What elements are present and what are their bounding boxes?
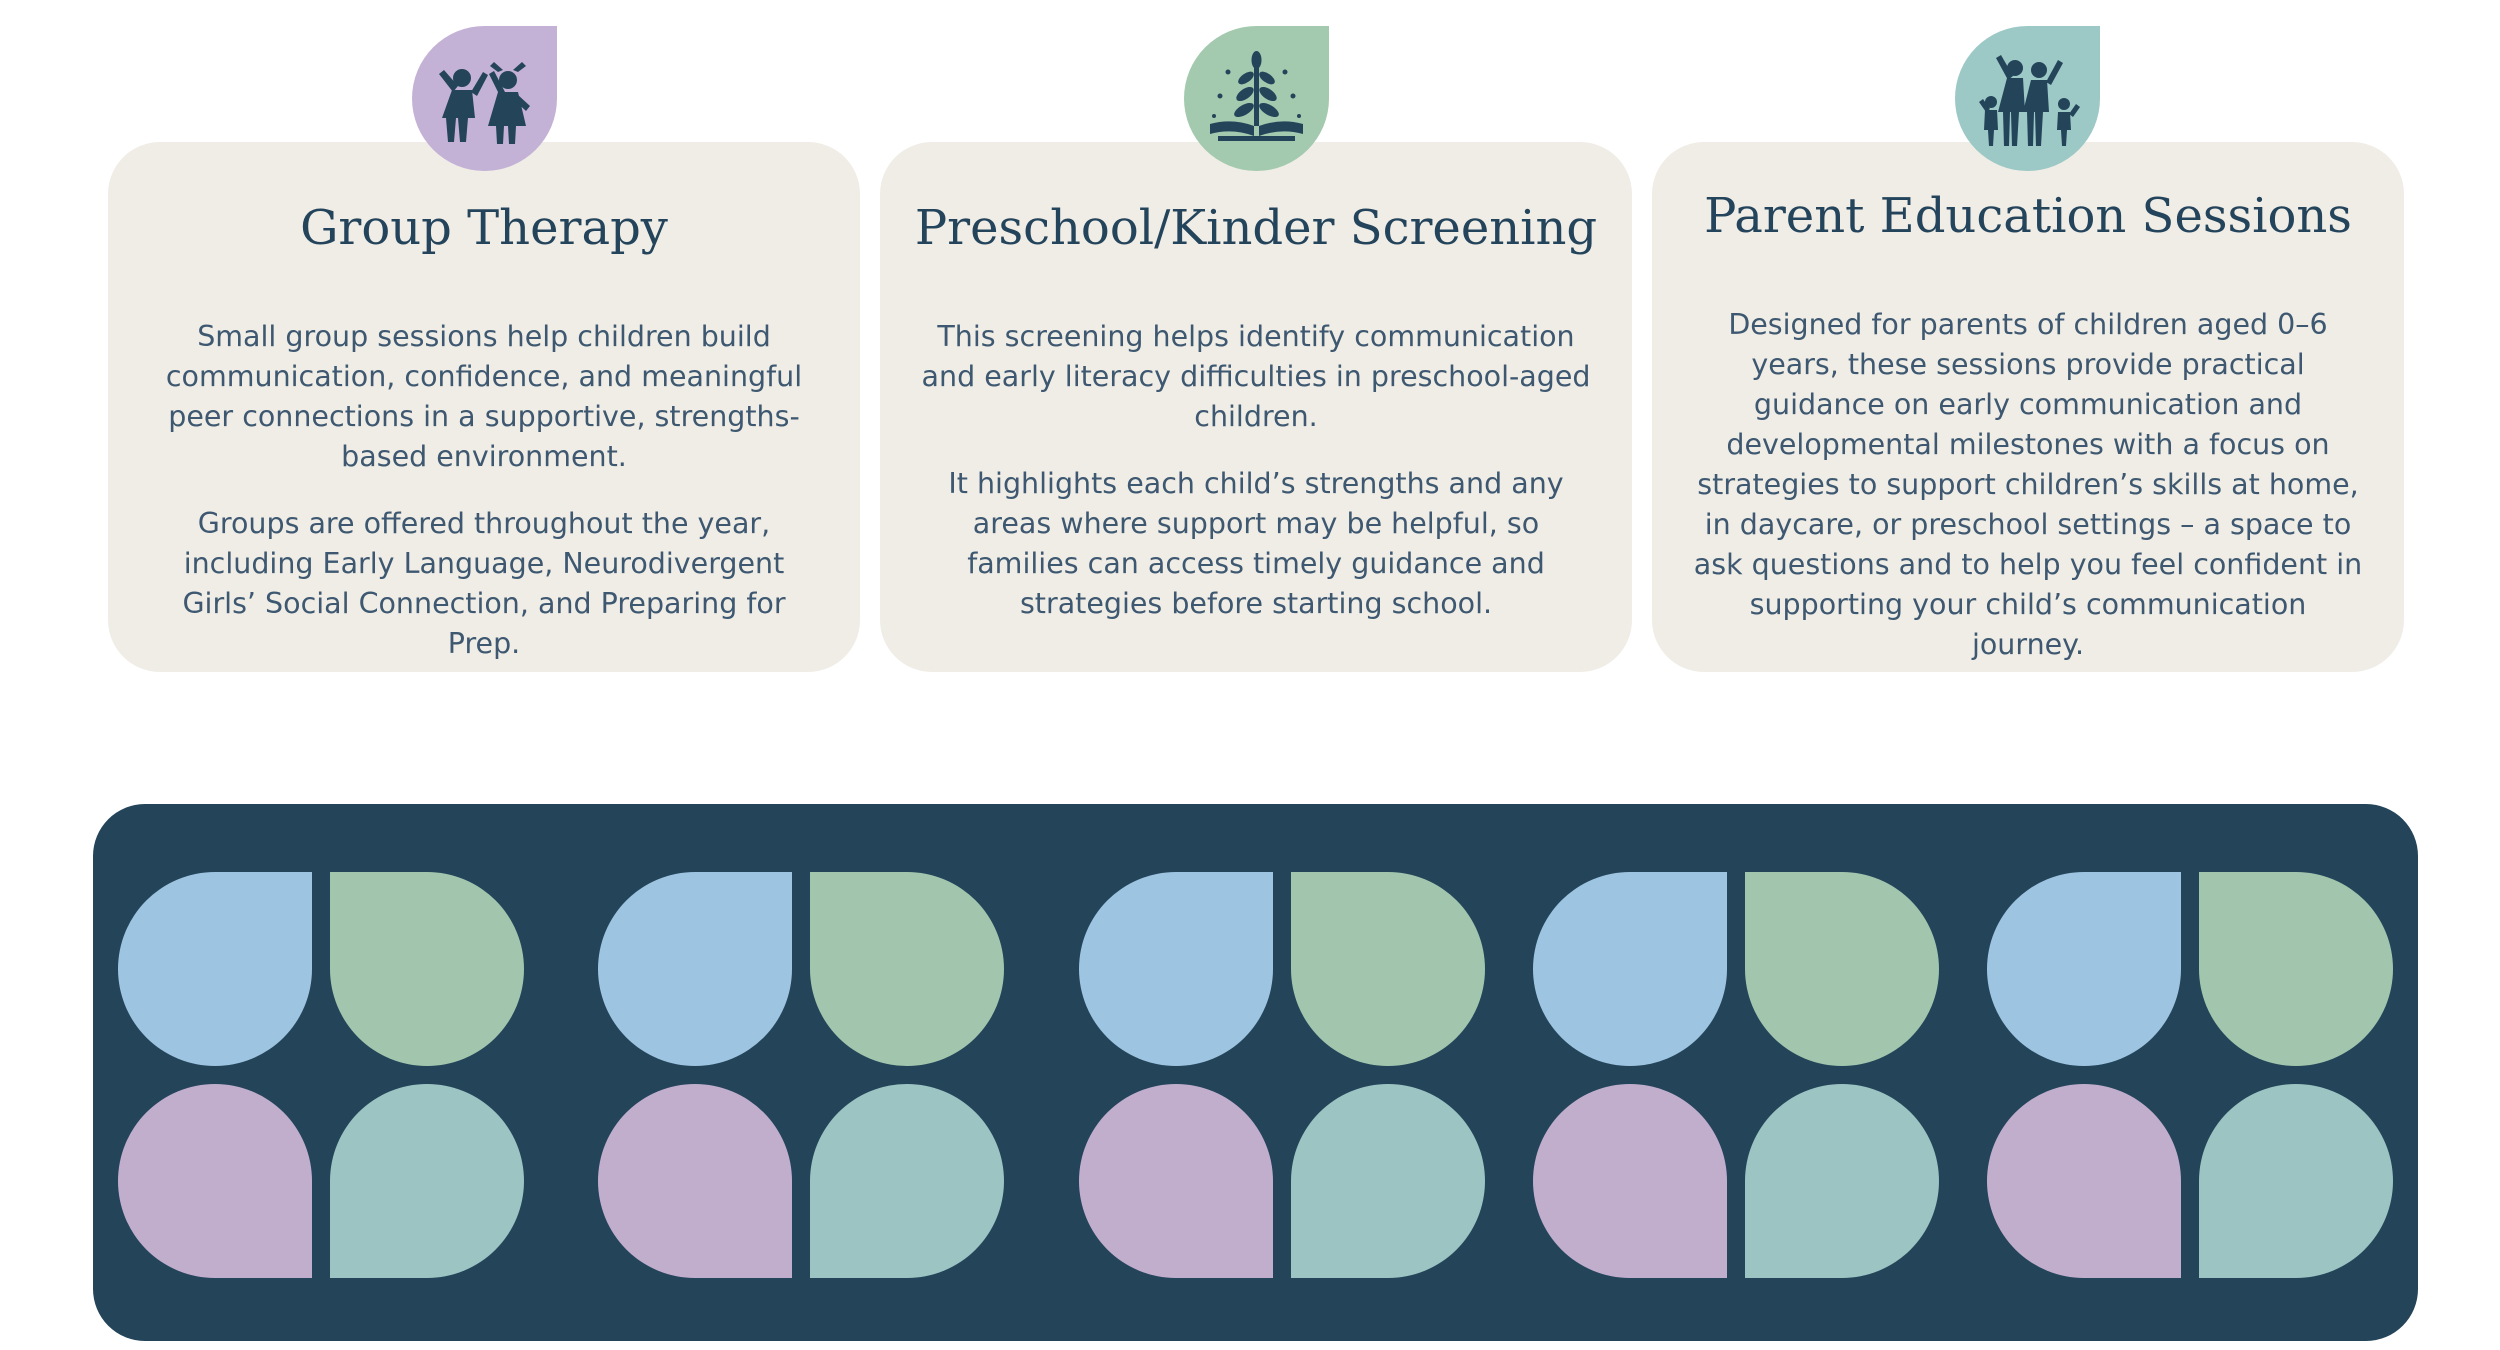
book-sprout-icon <box>1210 51 1303 141</box>
clover-petal <box>330 872 524 1066</box>
card-paragraph: Designed for parents of children aged 0–… <box>1693 308 2363 661</box>
clover-petal <box>1745 1084 1939 1278</box>
card-body: This screening helps identify communicat… <box>920 317 1592 651</box>
clover-petal <box>810 1084 1004 1278</box>
service-card-group-therapy: Group Therapy Small group sessions help … <box>108 142 860 672</box>
clover-petal <box>1533 872 1727 1066</box>
card-paragraph: Groups are offered throughout the year, … <box>182 507 786 660</box>
service-card-preschool-screening: Preschool/Kinder Screening This screenin… <box>880 142 1632 672</box>
card-title: Preschool/Kinder Screening <box>914 200 1598 256</box>
card-paragraph: This screening helps identify communicat… <box>921 320 1591 433</box>
family-icon <box>1979 55 2080 146</box>
clover-petal <box>1533 1084 1727 1278</box>
clover-petal <box>1291 872 1485 1066</box>
clover-pattern <box>1987 872 2393 1278</box>
clover-petal <box>2199 872 2393 1066</box>
service-card-parent-education: Parent Education Sessions Designed for p… <box>1652 142 2404 672</box>
card-title: Group Therapy <box>300 200 668 256</box>
card-body: Designed for parents of children aged 0–… <box>1692 305 2364 692</box>
clover-pattern <box>118 872 524 1278</box>
children-playing-icon <box>439 62 530 144</box>
card-paragraph: It highlights each child’s strengths and… <box>948 467 1564 620</box>
clover-petal <box>1987 872 2181 1066</box>
clover-petal <box>598 872 792 1066</box>
card-title: Parent Education Sessions <box>1704 188 2352 244</box>
preschool-screening-badge <box>1184 26 1329 171</box>
clover-petal <box>1745 872 1939 1066</box>
clover-pattern <box>1079 872 1485 1278</box>
clover-petal <box>1291 1084 1485 1278</box>
clover-petal <box>118 872 312 1066</box>
clover-petal <box>330 1084 524 1278</box>
clover-petal <box>598 1084 792 1278</box>
clover-petal <box>1079 1084 1273 1278</box>
parent-education-badge <box>1955 26 2100 171</box>
clover-petal <box>118 1084 312 1278</box>
clover-petal <box>810 872 1004 1066</box>
clover-petal <box>1079 872 1273 1066</box>
clover-petal <box>2199 1084 2393 1278</box>
clover-pattern <box>1533 872 1939 1278</box>
card-paragraph: Small group sessions help children build… <box>165 320 803 473</box>
decorative-banner <box>93 804 2418 1341</box>
group-therapy-badge <box>412 26 557 171</box>
clover-petal <box>1987 1084 2181 1278</box>
clover-pattern <box>598 872 1004 1278</box>
card-body: Small group sessions help children build… <box>148 317 820 691</box>
